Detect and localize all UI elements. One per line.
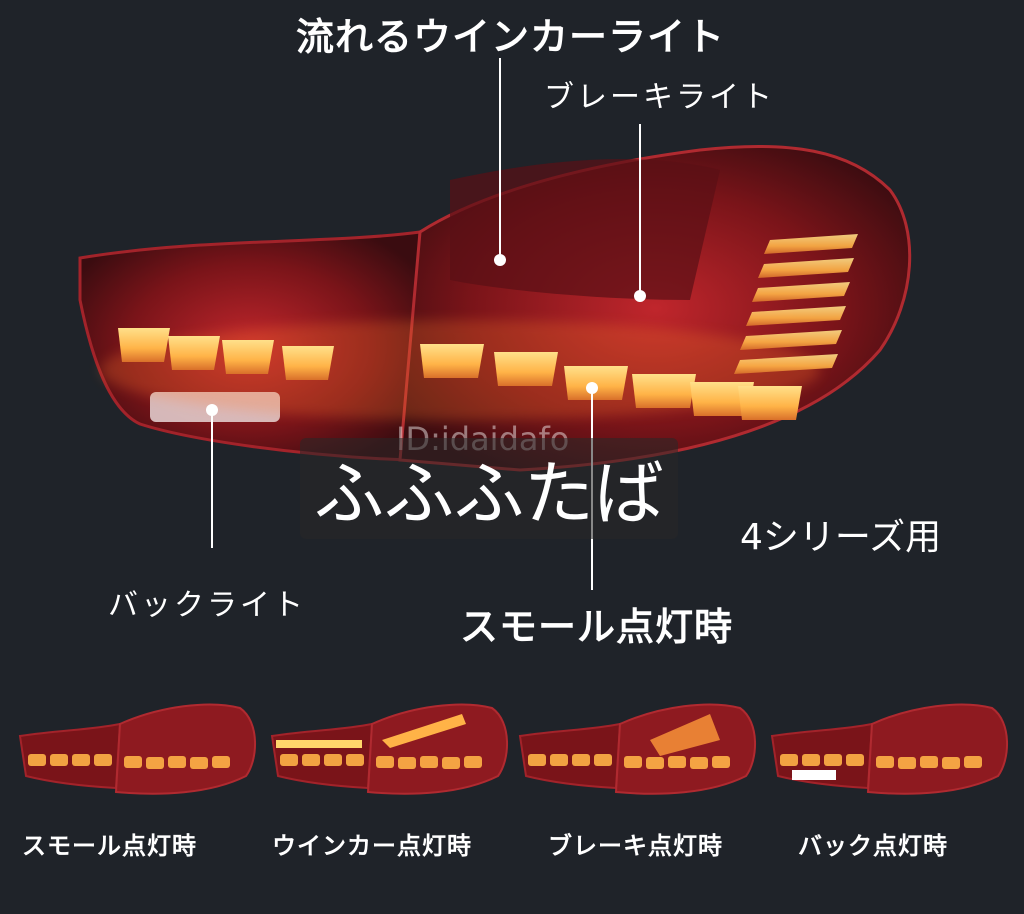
- series-label: 4シリーズ用: [740, 517, 942, 558]
- led-segment: [494, 352, 558, 386]
- led-segments: [118, 328, 802, 420]
- thumbnail-small: [18, 703, 256, 795]
- led-fin: [746, 306, 846, 326]
- back-light-label: バックライト: [108, 588, 306, 623]
- led-fin: [740, 330, 842, 350]
- led-fin: [734, 354, 838, 374]
- led-fin: [764, 234, 858, 254]
- led-segment: [420, 344, 484, 378]
- thumbnail-row: [18, 703, 1008, 795]
- led-segment: [168, 336, 220, 370]
- callout-lines: [211, 58, 641, 590]
- callout-dots: [206, 254, 646, 416]
- led-segment: [222, 340, 274, 374]
- led-segment: [282, 346, 334, 380]
- thumbnail-label-brake: ブレーキ点灯時: [548, 832, 723, 860]
- led-segment: [118, 328, 170, 362]
- small-light-label: スモール点灯時: [460, 605, 734, 649]
- thumbnail-turn: [270, 703, 508, 795]
- led-fin: [752, 282, 850, 302]
- thumbnail-back: [770, 703, 1008, 795]
- thumbnail-label-back: バック点灯時: [798, 832, 948, 860]
- led-segment: [632, 374, 696, 408]
- led-fin: [758, 258, 854, 278]
- led-segment: [738, 386, 802, 420]
- led-segment: [564, 366, 628, 400]
- brake-light-label: ブレーキライト: [544, 80, 775, 115]
- thumbnail-brake: [518, 703, 756, 795]
- led-fins: [734, 234, 858, 374]
- led-segment: [690, 382, 754, 416]
- thumbnail-label-turn: ウインカー点灯時: [272, 832, 472, 860]
- thumbnail-label-small: スモール点灯時: [22, 832, 197, 860]
- watermark-main: ふふふたば: [300, 438, 678, 539]
- turn-signal-label: 流れるウインカーライト: [296, 15, 726, 59]
